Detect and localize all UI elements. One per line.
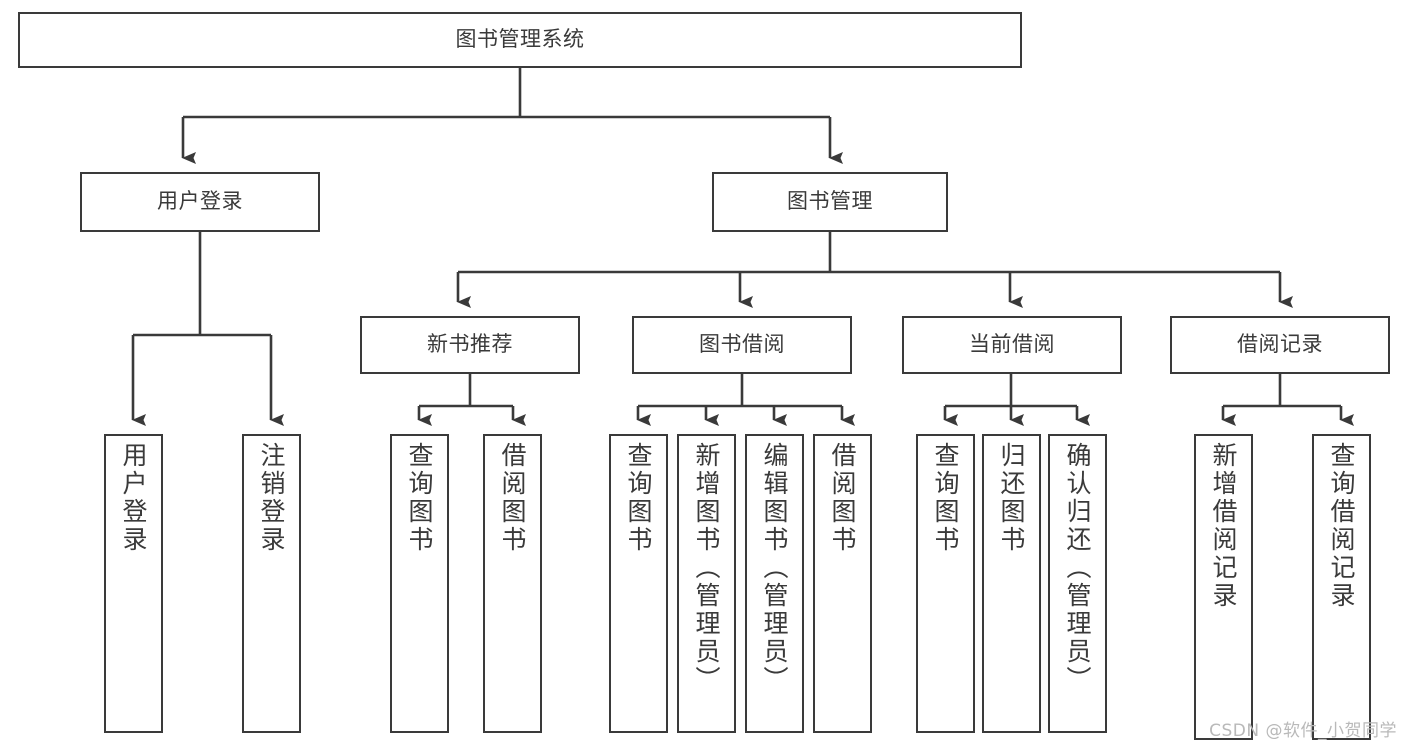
leaf-query-book-new[interactable]: 查询图书 xyxy=(390,434,449,733)
node-book-borrow-label: 图书借阅 xyxy=(699,332,785,357)
node-borrow-record[interactable]: 借阅记录 xyxy=(1170,316,1390,374)
leaf-confirm-return-admin[interactable]: 确认归还（管理员） xyxy=(1048,434,1107,733)
node-new-book-recommend-label: 新书推荐 xyxy=(427,332,513,357)
leaf-borrow-book-new-label: 借阅图书 xyxy=(498,442,527,554)
leaf-add-book-admin[interactable]: 新增图书（管理员） xyxy=(677,434,736,733)
leaf-query-book-new-label: 查询图书 xyxy=(405,442,434,554)
leaf-add-book-admin-label: 新增图书（管理员） xyxy=(692,442,721,694)
leaf-query-borrow-record[interactable]: 查询借阅记录 xyxy=(1312,434,1371,740)
leaf-logout[interactable]: 注销登录 xyxy=(242,434,301,733)
leaf-borrow-book[interactable]: 借阅图书 xyxy=(813,434,872,733)
leaf-add-borrow-record-label: 新增借阅记录 xyxy=(1209,442,1238,610)
leaf-edit-book-admin-label: 编辑图书（管理员） xyxy=(760,442,789,694)
node-current-borrow-label: 当前借阅 xyxy=(969,332,1055,357)
watermark: CSDN @软件_小贺同学 xyxy=(1209,721,1397,741)
node-user-login[interactable]: 用户登录 xyxy=(80,172,320,232)
node-current-borrow[interactable]: 当前借阅 xyxy=(902,316,1122,374)
leaf-borrow-book-new[interactable]: 借阅图书 xyxy=(483,434,542,733)
leaf-borrow-book-label: 借阅图书 xyxy=(828,442,857,554)
leaf-user-login[interactable]: 用户登录 xyxy=(104,434,163,733)
leaf-add-borrow-record[interactable]: 新增借阅记录 xyxy=(1194,434,1253,740)
leaf-query-borrow-record-label: 查询借阅记录 xyxy=(1327,442,1356,610)
leaf-confirm-return-admin-label: 确认归还（管理员） xyxy=(1063,442,1092,694)
leaf-user-login-label: 用户登录 xyxy=(119,442,148,554)
leaf-return-book-label: 归还图书 xyxy=(997,442,1026,554)
leaf-query-book-current-label: 查询图书 xyxy=(931,442,960,554)
node-book-management[interactable]: 图书管理 xyxy=(712,172,948,232)
leaf-return-book[interactable]: 归还图书 xyxy=(982,434,1041,733)
node-book-management-label: 图书管理 xyxy=(787,189,873,214)
leaf-logout-label: 注销登录 xyxy=(257,442,286,554)
leaf-query-book-current[interactable]: 查询图书 xyxy=(916,434,975,733)
leaf-edit-book-admin[interactable]: 编辑图书（管理员） xyxy=(745,434,804,733)
leaf-query-book-borrow-label: 查询图书 xyxy=(624,442,653,554)
node-borrow-record-label: 借阅记录 xyxy=(1237,332,1323,357)
node-root[interactable]: 图书管理系统 xyxy=(18,12,1022,68)
leaf-query-book-borrow[interactable]: 查询图书 xyxy=(609,434,668,733)
node-book-borrow[interactable]: 图书借阅 xyxy=(632,316,852,374)
node-user-login-label: 用户登录 xyxy=(157,189,243,214)
node-root-label: 图书管理系统 xyxy=(455,27,585,52)
node-new-book-recommend[interactable]: 新书推荐 xyxy=(360,316,580,374)
